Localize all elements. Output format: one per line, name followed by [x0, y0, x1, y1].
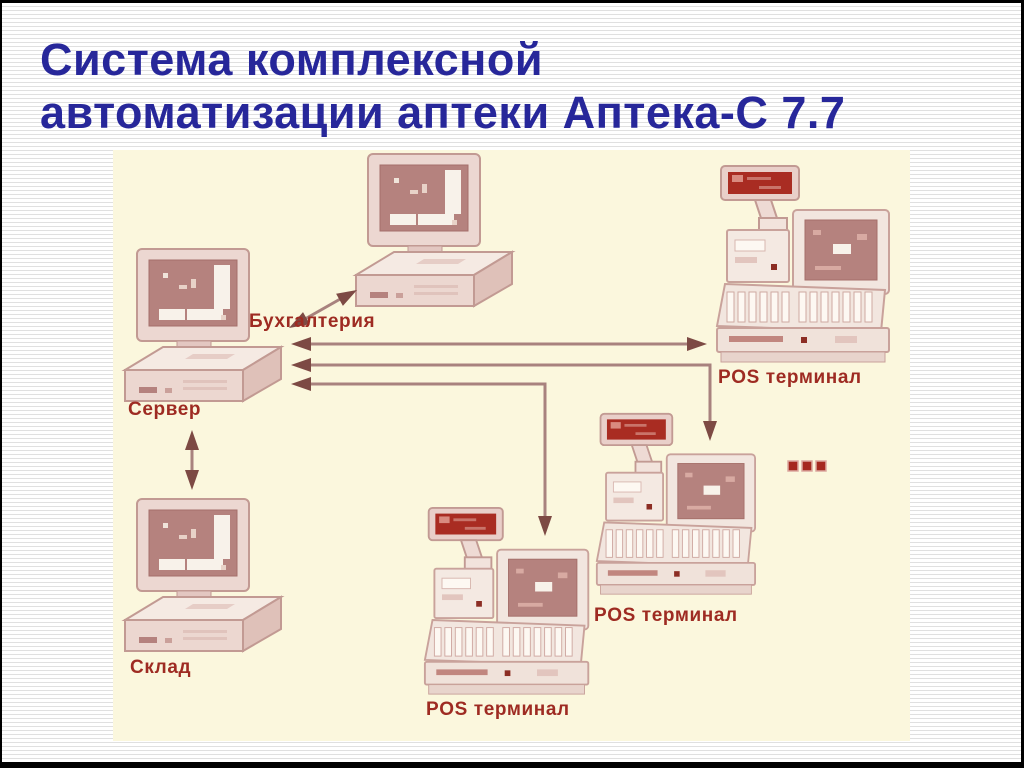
slide-title: Система комплексной автоматизации аптеки… [40, 33, 1000, 139]
slide-title-line1: Система комплексной [40, 34, 543, 85]
accounting-pc-icon [355, 153, 513, 307]
pos-terminal-middle-icon [595, 412, 757, 596]
more-terminals-ellipsis-icon [787, 460, 827, 472]
link-server-pos-middle [291, 358, 717, 441]
pos-terminal-middle-label: POS терминал [594, 605, 738, 626]
warehouse-pc-icon [124, 498, 282, 652]
slide-title-line2: автоматизации аптеки Аптека-С 7.7 [40, 87, 846, 138]
pos-terminal-right-label: POS терминал [718, 367, 862, 388]
network-diagram: Бухгалтерия Сервер Склад POS терминал PO… [113, 150, 910, 741]
diagram-canvas [124, 153, 890, 696]
link-server-accounting [289, 290, 357, 328]
pos-terminal-right-icon [716, 165, 890, 363]
link-server-warehouse [185, 430, 199, 490]
link-server-pos-bottom [291, 377, 552, 536]
server-label: Сервер [128, 399, 202, 420]
pos-terminal-bottom-icon [423, 506, 590, 696]
warehouse-label: Склад [130, 657, 192, 678]
link-server-pos-right [291, 337, 707, 351]
pos-terminal-bottom-label: POS терминал [426, 699, 570, 720]
accounting-label: Бухгалтерия [249, 311, 376, 332]
